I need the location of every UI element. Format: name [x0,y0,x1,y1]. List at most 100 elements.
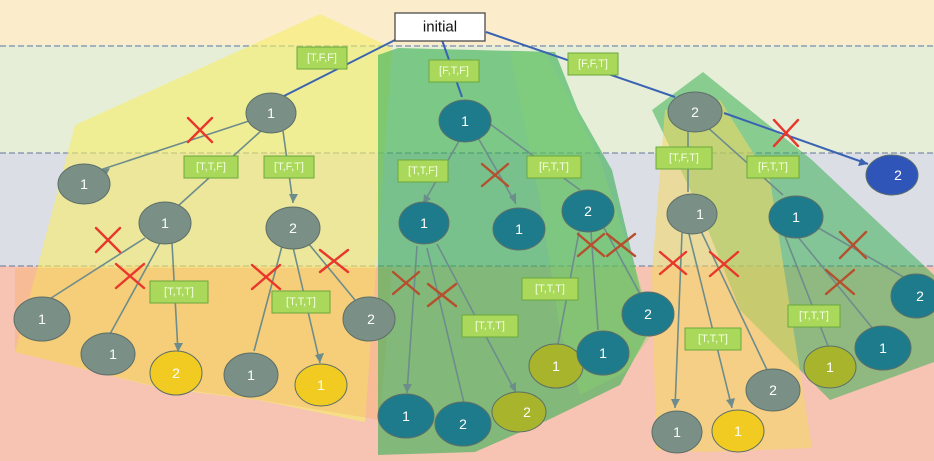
edge-label: [T,T,F] [196,161,226,173]
tree-node[interactable]: 1 [528,343,584,389]
edge-label-box [655,146,713,170]
prune-cross-icon [658,250,688,276]
svg-text:1: 1 [80,176,88,192]
tree-node[interactable]: 1 [13,296,71,342]
prune-cross-icon [94,226,122,254]
svg-text:2: 2 [644,306,652,322]
edge [723,112,869,165]
arrowhead [509,193,516,204]
tree-node[interactable]: 1 [651,410,703,454]
root-label: initial [423,19,457,36]
tree-node[interactable]: 1 [576,330,630,376]
svg-text:1: 1 [734,423,742,439]
prune-cross-icon [318,248,350,274]
edge [602,225,641,295]
tree-node[interactable]: 1 [398,201,450,245]
edge-label-texts: [T,F,F] [F,T,F] [F,F,T] [T,T,F] [T,F,T] … [164,52,829,345]
svg-text:1: 1 [696,206,704,222]
edge-label-box [526,155,582,179]
edge-label-box [296,46,348,70]
edge-label: [T,T,T] [698,333,728,345]
arrowhead [289,194,298,203]
tree-node[interactable]: 1 [711,409,765,453]
tree-node[interactable]: 2 [865,154,919,196]
edge [590,231,599,331]
root-box[interactable] [394,12,486,42]
prune-cross-icon [114,262,146,290]
svg-text:1: 1 [552,358,560,374]
svg-text:1: 1 [420,215,428,231]
edge [47,237,146,301]
svg-text:1: 1 [515,221,523,237]
tree-node[interactable]: 1 [138,201,192,245]
edge-label: [T,T,T] [799,310,829,322]
edge-label-box [746,155,800,179]
edge-label: [F,T,T] [539,161,569,173]
arrowhead [726,398,735,408]
tree-node[interactable]: 1 [492,207,546,251]
edge [688,233,733,409]
arrowhead [403,384,412,393]
edge-label-box [461,314,519,338]
nodes: 1 1 2 2 1 1 2 1 1 2 1 1 1 1 2 1 1 2 1 2 … [13,91,934,454]
tree-node[interactable]: 1 [803,345,857,389]
svg-text:1: 1 [109,346,117,362]
region-yellow-left [15,14,392,422]
edge-labels [149,46,841,351]
edge-label: [F,T,F] [439,65,469,77]
edge-label: [T,F,F] [307,52,337,64]
svg-text:1: 1 [826,359,834,375]
tree-node[interactable]: 2 [342,296,396,342]
svg-text:1: 1 [402,408,410,424]
prune-cross-icon [838,230,868,260]
tree-node[interactable]: 2 [149,350,203,396]
tree-node[interactable]: 1 [294,363,348,407]
tree-node[interactable]: 1 [57,163,111,205]
svg-text:1: 1 [247,367,255,383]
svg-text:1: 1 [267,105,275,121]
tree-node[interactable]: 2 [667,91,723,133]
tree-node[interactable]: 2 [745,368,801,412]
prune-marks [94,116,868,308]
edge [253,245,283,352]
tree-node[interactable]: 1 [80,332,136,376]
edge [797,236,875,331]
arrowhead [509,382,516,393]
svg-text:1: 1 [599,345,607,361]
prune-cross-icon [391,270,421,296]
svg-text:2: 2 [459,416,467,432]
svg-text:2: 2 [172,365,180,381]
tree-node[interactable]: 2 [491,391,547,433]
edge-label-box [263,155,315,179]
edge [476,135,517,205]
tree-node[interactable]: 1 [768,195,824,239]
tree-node[interactable]: 2 [434,401,492,447]
tree-node[interactable]: 2 [890,273,934,319]
edge-label-box [183,155,239,179]
svg-text:2: 2 [916,288,924,304]
prune-cross-icon [708,250,740,278]
svg-text:2: 2 [523,404,531,420]
tree-node[interactable]: 1 [438,99,492,143]
svg-text:1: 1 [792,209,800,225]
arrowhead [858,158,868,166]
tree-node[interactable]: 1 [666,193,718,235]
region-yellow-right [652,100,812,452]
tree-node[interactable]: 1 [377,393,435,439]
edge-label: [T,T,T] [475,320,505,332]
edge [426,247,465,404]
tree-node[interactable]: 2 [265,206,321,250]
prune-cross-icon [480,162,510,188]
tree-node[interactable]: 1 [223,352,279,398]
edge-label: [T,T,T] [535,283,565,295]
edge-label: [T,T,T] [164,286,194,298]
prune-cross-icon [605,232,637,258]
tree-node[interactable]: 2 [561,189,615,233]
prune-cross-icon [824,268,856,296]
tree-node[interactable]: 1 [854,325,912,371]
edge-label-box [567,52,619,76]
tree-node[interactable]: 2 [621,291,675,337]
tree-node[interactable]: 1 [245,92,297,134]
edge [307,242,356,301]
